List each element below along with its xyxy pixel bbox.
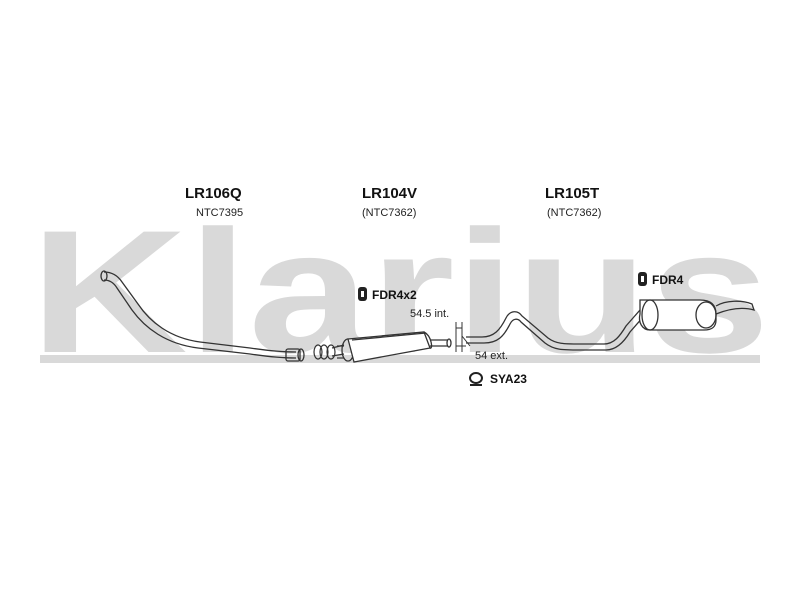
oe-code-front-pipe: NTC7395 xyxy=(196,207,244,219)
part-code-front-pipe: LR106Q xyxy=(185,185,242,202)
part-code-rear-silencer: LR105T xyxy=(545,185,600,202)
dimension-external: 54 ext. xyxy=(475,350,509,362)
rear-section xyxy=(466,299,756,351)
middle-silencer xyxy=(331,331,452,363)
fitting-label-fdr4: FDR4 xyxy=(652,273,684,287)
part-code-middle-silencer: LR104V xyxy=(362,185,418,202)
clamp-icon xyxy=(469,372,483,386)
fitting-label-sya23: SYA23 xyxy=(490,372,527,386)
rubber-hanger-icon xyxy=(638,272,647,286)
front-pipe xyxy=(100,270,305,362)
oe-code-rear-silencer: (NTC7362) xyxy=(547,207,602,219)
rubber-hanger-icon xyxy=(358,287,367,301)
watermark-underline xyxy=(40,355,760,363)
oe-code-middle-silencer: (NTC7362) xyxy=(362,207,417,219)
dimension-internal: 54.5 int. xyxy=(410,308,450,320)
fitting-label-fdr4x2: FDR4x2 xyxy=(372,288,417,302)
dimension-markers xyxy=(455,322,471,352)
watermark-logo: Klarius xyxy=(30,195,770,390)
